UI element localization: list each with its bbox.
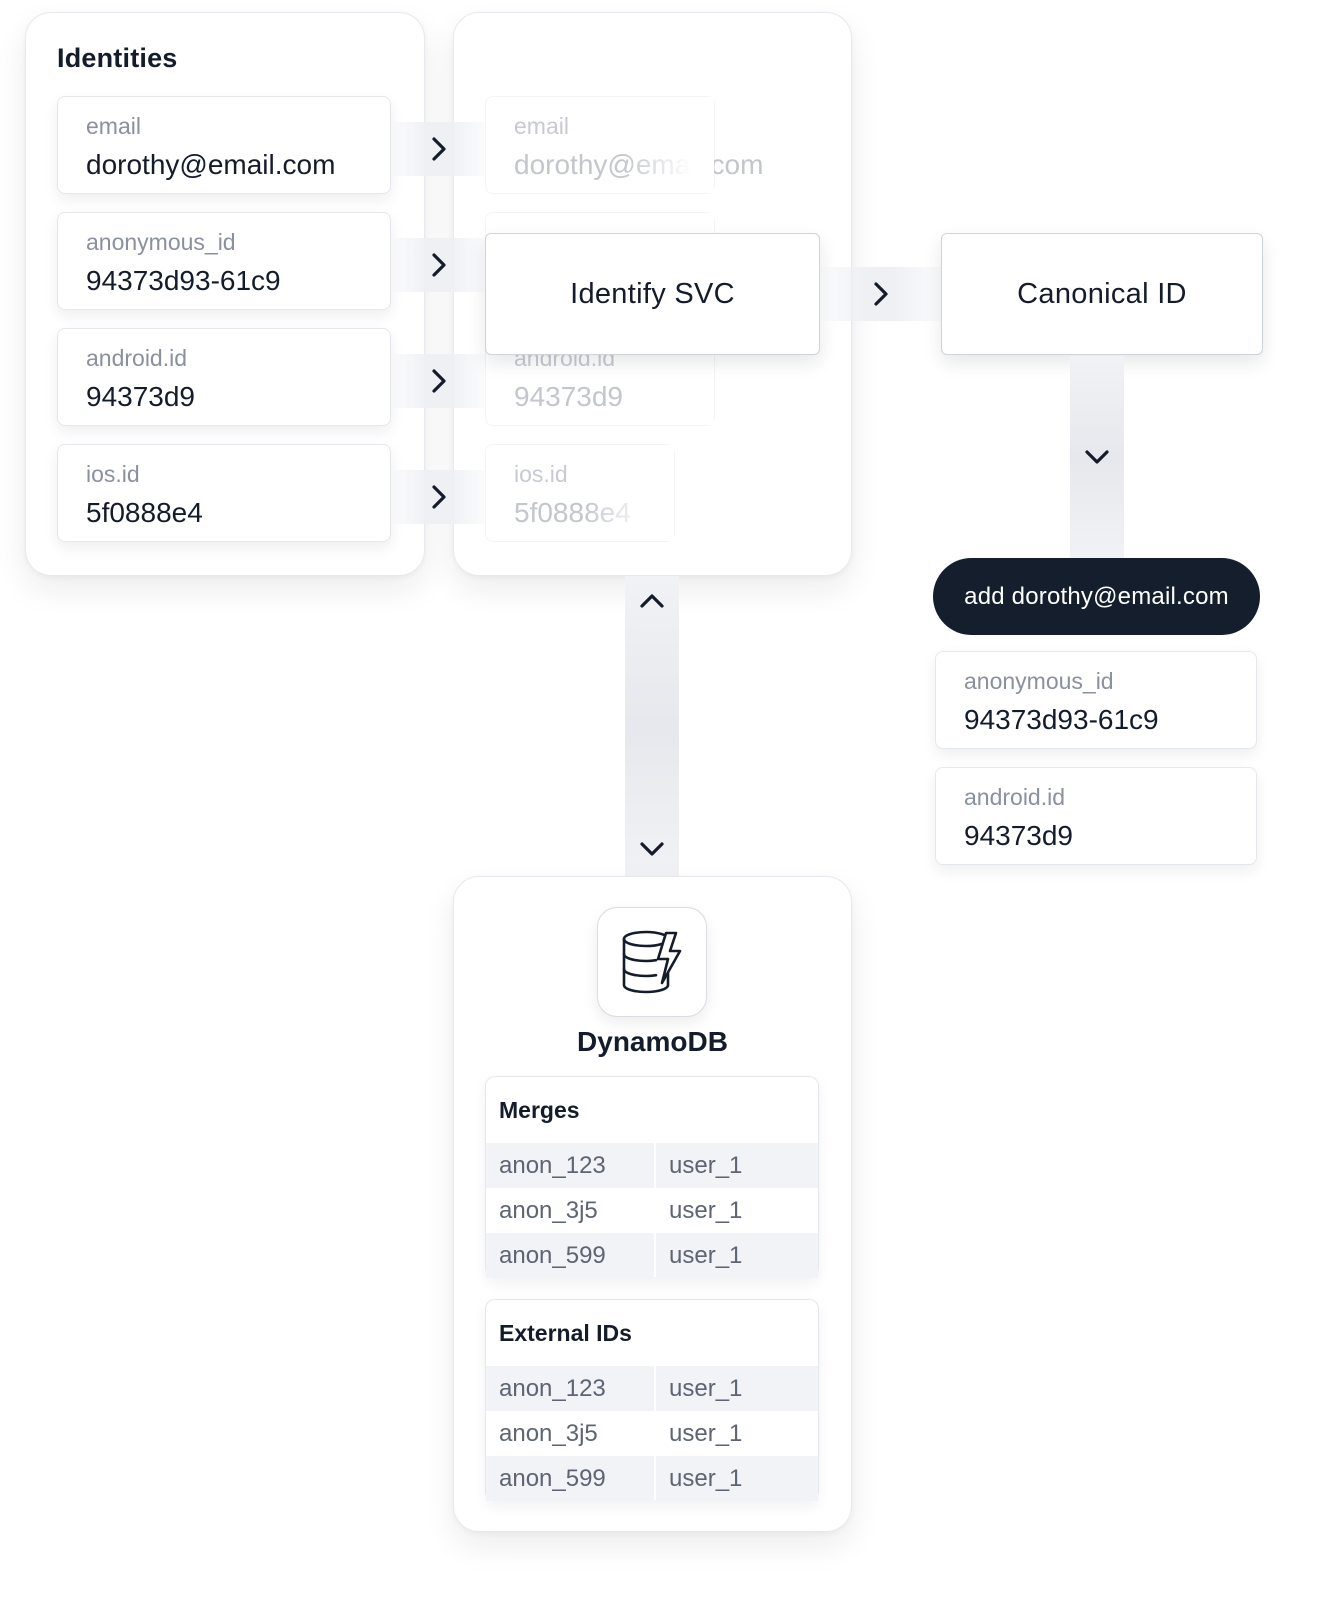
chevron-right-icon (432, 485, 446, 509)
column-divider (654, 1366, 656, 1500)
arrow-down (625, 836, 679, 862)
chevron-right-icon (432, 253, 446, 277)
dynamodb-icon (622, 930, 682, 994)
identities-title: Identities (57, 43, 178, 73)
table-row: anon_3j5 user_1 (486, 1188, 818, 1233)
arrow-up (625, 588, 679, 614)
identity-value: 94373d93-61c9 (964, 704, 1159, 735)
chevron-right-icon (432, 369, 446, 393)
fade-overlay (584, 445, 674, 541)
table-row: anon_3j5 user_1 (486, 1411, 818, 1456)
external-ids-table: External IDs anon_123 user_1 anon_3j5 us… (485, 1299, 819, 1501)
dynamodb-icon-tile (597, 907, 707, 1017)
ghost-card-ios-id: ios.id 5f0888e4 (485, 444, 675, 542)
ghost-card-email: email dorothy@email.com (485, 96, 763, 194)
identity-value: 94373d93-61c9 (86, 265, 281, 296)
chevron-down-icon (640, 842, 664, 856)
connector-identify-canonical (821, 267, 941, 321)
connector-android-id (393, 354, 485, 408)
table-row: anon_123 user_1 (486, 1366, 818, 1411)
connector-anonymous-id (393, 238, 485, 292)
table-row: anon_599 user_1 (486, 1456, 818, 1501)
identity-label: android.id (964, 784, 1066, 810)
connector-canonical-add (1070, 356, 1124, 558)
ghost-label: email (514, 113, 569, 139)
table-cell: anon_123 (499, 1152, 606, 1179)
chevron-down-icon (1085, 450, 1109, 464)
table-cell: user_1 (669, 1152, 743, 1179)
identity-card-ios-id[interactable]: ios.id 5f0888e4 (57, 444, 391, 542)
canonical-card-android-id[interactable]: android.id 94373d9 (935, 767, 1257, 865)
dynamodb-title: DynamoDB (577, 1026, 728, 1057)
merges-table: Merges anon_123 user_1 anon_3j5 user_1 a… (485, 1076, 819, 1278)
identity-card-anonymous-id[interactable]: anonymous_id 94373d93-61c9 (57, 212, 391, 310)
fade-overlay (624, 97, 714, 193)
identity-card-email[interactable]: email dorothy@email.com (57, 96, 391, 194)
identity-label: email (86, 113, 141, 139)
connector-email (393, 122, 485, 176)
table-cell: anon_599 (499, 1242, 606, 1269)
chevron-right-icon (432, 137, 446, 161)
table-cell: anon_599 (499, 1465, 606, 1492)
identity-label: anonymous_id (86, 229, 236, 255)
column-divider (654, 1143, 656, 1277)
identity-label: ios.id (86, 461, 140, 487)
canonical-card-anonymous-id[interactable]: anonymous_id 94373d93-61c9 (935, 651, 1257, 749)
identity-value: dorothy@email.com (86, 149, 336, 180)
table-cell: user_1 (669, 1375, 743, 1402)
identity-label: anonymous_id (964, 668, 1114, 694)
chevron-up-icon (640, 594, 664, 608)
table-cell: anon_123 (499, 1375, 606, 1402)
chevron-right-icon (874, 282, 888, 306)
ghost-label: ios.id (514, 461, 568, 487)
identity-card-android-id[interactable]: android.id 94373d9 (57, 328, 391, 426)
table-cell: user_1 (669, 1420, 743, 1447)
table-cell: anon_3j5 (499, 1420, 598, 1447)
identity-value: 94373d9 (86, 381, 196, 412)
table-cell: user_1 (669, 1197, 743, 1224)
table-title: Merges (499, 1097, 580, 1123)
canonical-id-box[interactable]: Canonical ID (941, 233, 1263, 355)
identity-value: 5f0888e4 (86, 497, 203, 528)
table-cell: user_1 (669, 1242, 743, 1269)
table-row: anon_599 user_1 (486, 1233, 818, 1278)
add-email-pill[interactable]: add dorothy@email.com (933, 558, 1260, 635)
identity-label: android.id (86, 345, 188, 371)
table-cell: anon_3j5 (499, 1197, 598, 1224)
identify-svc-box[interactable]: Identify SVC (485, 233, 820, 355)
ghost-value: 94373d9 (514, 381, 624, 412)
identity-value: 94373d9 (964, 820, 1074, 851)
connector-identify-dynamodb (625, 576, 679, 876)
table-title: External IDs (499, 1320, 632, 1346)
table-cell: user_1 (669, 1465, 743, 1492)
connector-ios-id (393, 470, 485, 524)
table-row: anon_123 user_1 (486, 1143, 818, 1188)
